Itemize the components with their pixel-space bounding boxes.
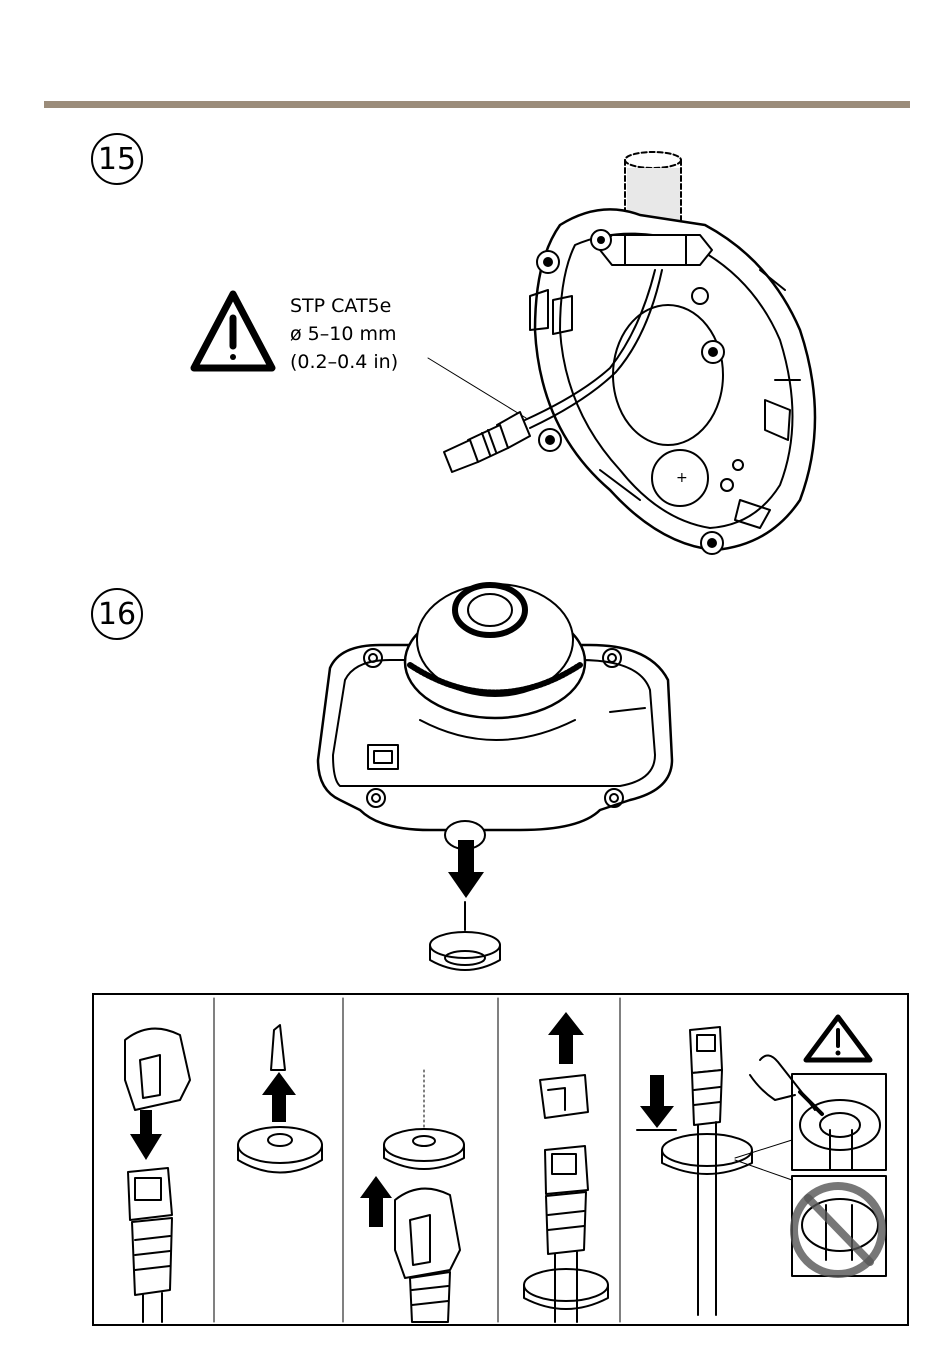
mounting-bracket: + (530, 209, 815, 554)
sub-steps-panel (92, 993, 909, 1326)
arrow-down-icon (448, 840, 484, 898)
grommet (430, 902, 500, 970)
warning-triangle-icon (194, 294, 272, 368)
cable-leader-line (428, 358, 526, 418)
camera-housing (318, 584, 672, 849)
svg-text:+: + (676, 470, 688, 486)
